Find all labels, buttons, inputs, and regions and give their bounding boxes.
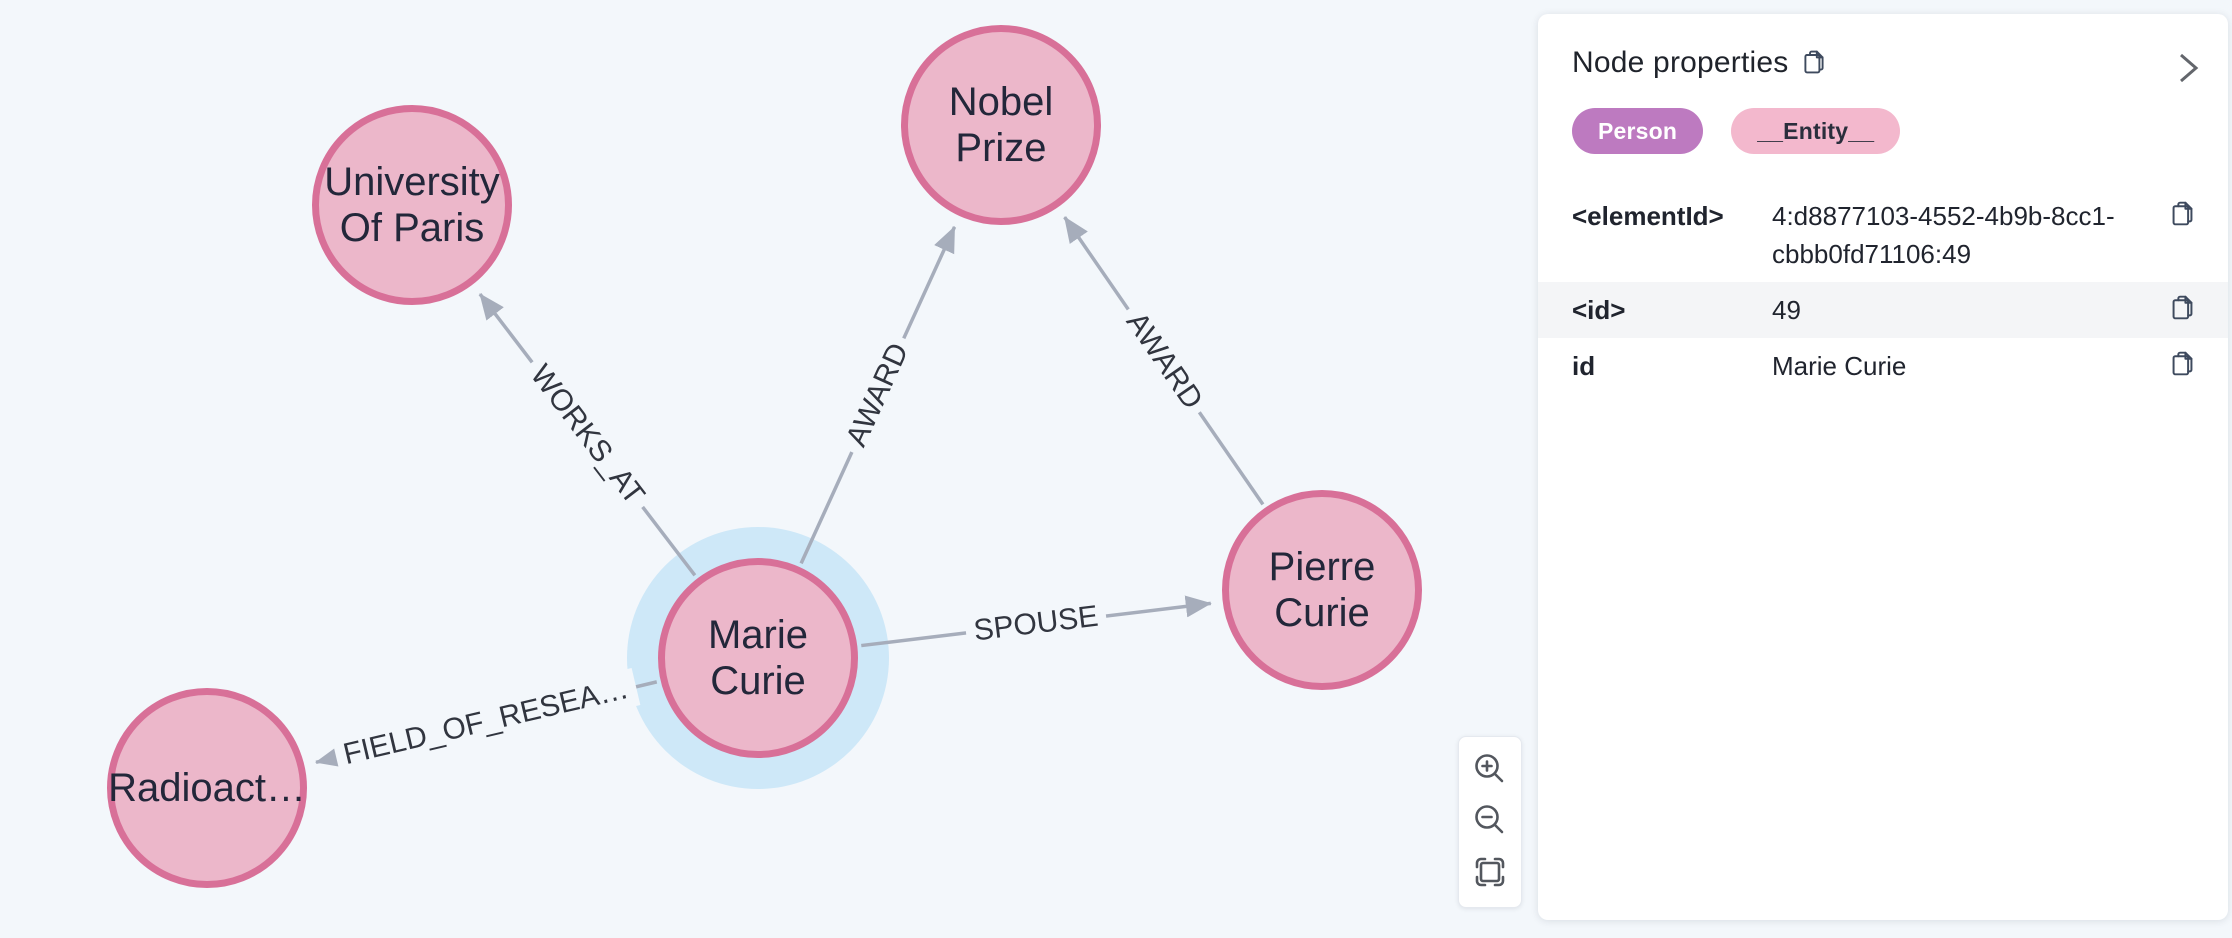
zoom-toolbar	[1458, 736, 1522, 908]
property-value: 4:d8877103-4552-4b9b-8cc1-cbbb0fd71106:4…	[1772, 201, 2115, 269]
copy-property-button[interactable]	[2170, 350, 2195, 380]
node-properties-panel: Node properties Person __Entity__ <elemen…	[1538, 14, 2228, 920]
property-row: <elementId> 4:d8877103-4552-4b9b-8cc1-cbb…	[1538, 188, 2228, 282]
chevron-right-icon	[2176, 52, 2202, 87]
zoom-out-icon	[1472, 802, 1508, 841]
property-value: Marie Curie	[1772, 351, 1907, 381]
property-row: <id> 49	[1538, 282, 2228, 338]
collapse-panel-button[interactable]	[2176, 52, 2202, 87]
node-labels: Person __Entity__	[1572, 108, 2228, 154]
copy-icon	[2170, 350, 2195, 380]
node-caption: Radioact…	[108, 766, 306, 810]
copy-icon	[2170, 200, 2195, 230]
zoom-to-fit-icon	[1472, 854, 1508, 893]
panel-header: Node properties	[1538, 14, 2228, 80]
properties-table: <elementId> 4:d8877103-4552-4b9b-8cc1-cbb…	[1538, 188, 2228, 394]
property-key: id	[1572, 351, 1596, 381]
panel-title: Node properties	[1572, 46, 1789, 79]
graph-node-radioactivity[interactable]: Radioact…	[107, 688, 307, 888]
copy-property-button[interactable]	[2170, 294, 2195, 324]
copy-icon	[2170, 294, 2195, 324]
node-label-badge[interactable]: __Entity__	[1731, 108, 1901, 154]
copy-icon	[1802, 49, 1826, 78]
zoom-out-button[interactable]	[1468, 798, 1512, 845]
property-row: id Marie Curie	[1538, 338, 2228, 394]
node-label-badge[interactable]: Person	[1572, 108, 1704, 154]
zoom-in-button[interactable]	[1468, 747, 1512, 794]
zoom-to-fit-button[interactable]	[1468, 850, 1512, 897]
copy-all-properties-button[interactable]	[1802, 49, 1826, 78]
property-key: <id>	[1572, 295, 1626, 325]
property-key: <elementId>	[1572, 201, 1724, 231]
copy-property-button[interactable]	[2170, 200, 2195, 230]
property-value: 49	[1772, 295, 1801, 325]
zoom-in-icon	[1472, 751, 1508, 790]
